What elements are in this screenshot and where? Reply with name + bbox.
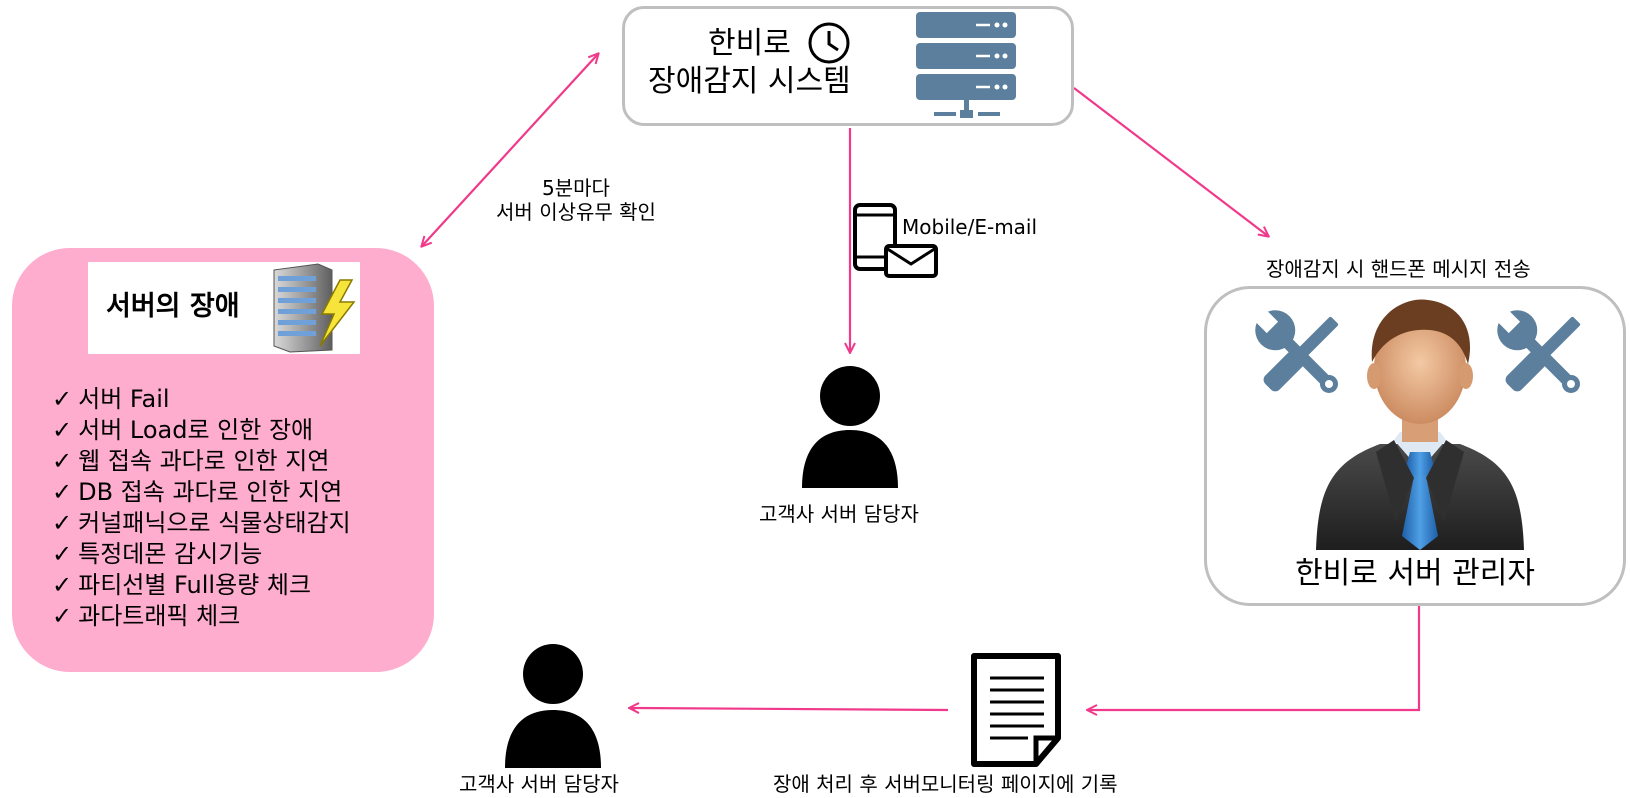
- system-subtitle: 장애감지 시스템: [648, 64, 851, 99]
- fault-item: ✓서버 Load로 인한 장애: [52, 415, 351, 446]
- arrow-admin-to-log: [1088, 606, 1421, 710]
- admin-label: 한비로 서버 관리자: [1295, 556, 1535, 591]
- administrator-avatar: [1316, 299, 1524, 550]
- log-record-label: 장애 처리 후 서버모니터링 페이지에 기록: [773, 772, 1118, 796]
- check-mark-icon: ✓: [52, 416, 73, 444]
- check-mark-icon: ✓: [52, 571, 73, 599]
- check-mark-icon: ✓: [52, 385, 73, 413]
- document-icon: [971, 653, 1061, 767]
- check-mark-icon: ✓: [52, 478, 73, 506]
- check-mark-icon: ✓: [52, 602, 73, 630]
- fault-item: ✓파티선별 Full용량 체크: [52, 570, 351, 601]
- server-rack-icon: [916, 12, 1016, 118]
- check-mark-icon: ✓: [52, 447, 73, 475]
- check-mark-icon: ✓: [52, 540, 73, 568]
- fault-item: ✓특정데몬 감시기능: [52, 539, 351, 570]
- fault-item: ✓DB 접속 과다로 인한 지연: [52, 477, 351, 508]
- arrow-log-to-customer: [630, 708, 949, 710]
- fault-item: ✓서버 Fail: [52, 384, 351, 415]
- fault-item-label: 과다트래픽 체크: [78, 602, 241, 630]
- fault-item-label: 파티선별 Full용량 체크: [78, 571, 312, 599]
- fault-item-label: 특정데몬 감시기능: [78, 540, 263, 568]
- clock-icon: [808, 22, 850, 64]
- check-interval-label: 5분마다 서버 이상유무 확인: [470, 176, 682, 224]
- channel-label: Mobile/E-mail: [902, 215, 1038, 239]
- server-fault-icon: [273, 263, 356, 353]
- arrow-system-to-admin: [1073, 87, 1268, 236]
- customer-contact-label: 고객사 서버 담당자: [459, 772, 619, 796]
- tools-icon: [1496, 309, 1581, 393]
- tools-icon: [1254, 309, 1339, 393]
- person-icon: [505, 644, 601, 768]
- mobile-email-icon: [853, 203, 938, 278]
- fault-item: ✓과다트래픽 체크: [52, 601, 351, 632]
- fault-item-label: 커널패닉으로 식물상태감지: [78, 509, 351, 537]
- person-icon: [802, 366, 898, 488]
- sms-notice-label: 장애감지 시 핸드폰 메시지 전송: [1266, 257, 1531, 281]
- fault-item: ✓커널패닉으로 식물상태감지: [52, 508, 351, 539]
- fault-item-label: DB 접속 과다로 인한 지연: [78, 478, 343, 506]
- fault-item-label: 서버 Load로 인한 장애: [78, 416, 314, 444]
- fault-checklist: ✓서버 Fail ✓서버 Load로 인한 장애 ✓웹 접속 과다로 인한 지연…: [52, 384, 351, 632]
- fault-item-label: 웹 접속 과다로 인한 지연: [78, 447, 330, 475]
- check-interval-line2: 서버 이상유무 확인: [496, 200, 656, 224]
- check-interval-line1: 5분마다: [542, 176, 610, 200]
- fault-panel-title: 서버의 장애: [106, 291, 240, 322]
- arrow-system-to-fault-panel: [422, 54, 598, 246]
- system-name: 한비로: [708, 26, 791, 61]
- customer-contact-label: 고객사 서버 담당자: [759, 502, 919, 526]
- fault-item-label: 서버 Fail: [78, 385, 170, 413]
- check-mark-icon: ✓: [52, 509, 73, 537]
- fault-item: ✓웹 접속 과다로 인한 지연: [52, 446, 351, 477]
